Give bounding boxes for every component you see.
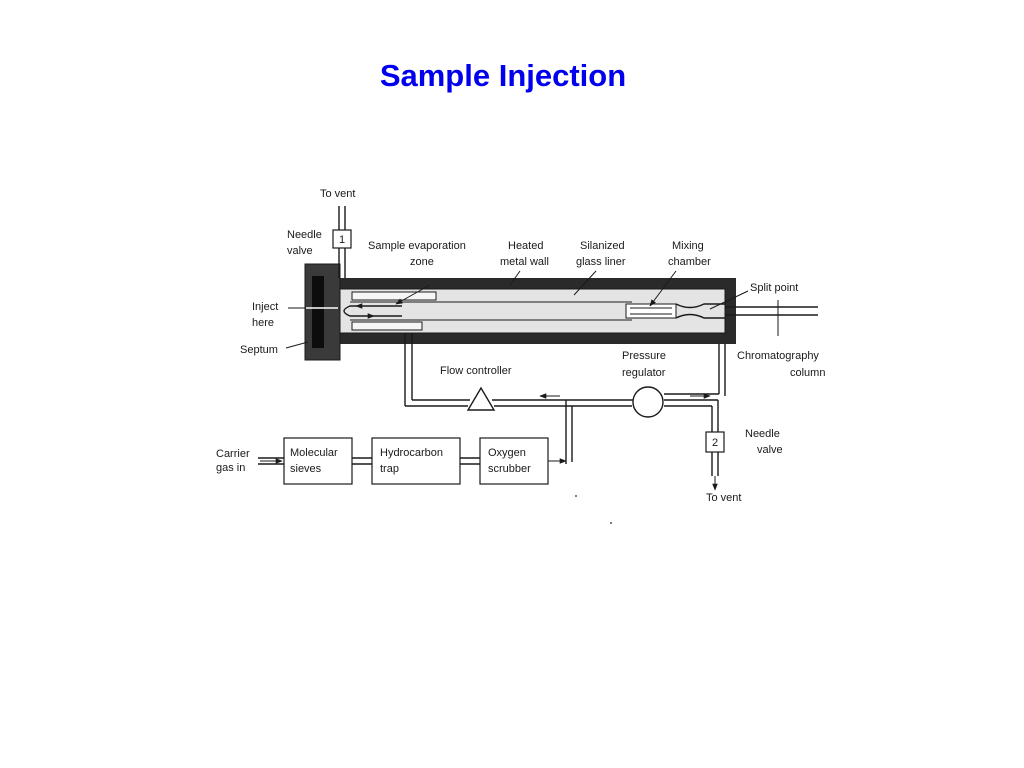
septum-label: Septum bbox=[240, 344, 278, 356]
needle-valve-1-label: Needle bbox=[287, 229, 322, 241]
silanized-glass-liner-label: glass liner bbox=[576, 256, 626, 268]
septum-block bbox=[304, 263, 341, 361]
flow-controller bbox=[466, 386, 496, 411]
svg-text:trap: trap bbox=[380, 463, 399, 475]
to-vent-top-label: To vent bbox=[320, 188, 355, 200]
pointer-heated-wall bbox=[509, 270, 521, 286]
inject-here-label: Inject bbox=[252, 301, 278, 313]
hydrocarbon-trap-box: Hydrocarbon trap bbox=[371, 437, 461, 485]
valve-1-number: 1 bbox=[339, 234, 345, 246]
pointer-glass-liner bbox=[573, 270, 597, 296]
heated-metal-wall-label: Heated bbox=[508, 240, 543, 252]
svg-text:sieves: sieves bbox=[290, 463, 322, 475]
svg-text:Hydrocarbon: Hydrocarbon bbox=[380, 447, 443, 459]
pressure-regulator-label: Pressure bbox=[622, 350, 666, 362]
carrier-gas-label: Carrier bbox=[216, 448, 250, 460]
chromatography-column-label: column bbox=[790, 367, 825, 379]
heated-metal-wall-label: metal wall bbox=[500, 256, 549, 268]
silanized-glass-liner-label: Silanized bbox=[580, 240, 625, 252]
svg-text:Molecular: Molecular bbox=[290, 447, 338, 459]
to-vent-bottom-label: To vent bbox=[706, 492, 741, 504]
svg-text:scrubber: scrubber bbox=[488, 463, 531, 475]
pressure-regulator bbox=[632, 386, 664, 418]
flow-controller-label: Flow controller bbox=[440, 365, 512, 377]
molecular-sieves-box: Molecular sieves bbox=[283, 437, 353, 485]
mixing-chamber-label: Mixing bbox=[672, 240, 704, 252]
flow-lines bbox=[258, 333, 726, 476]
svg-text:Oxygen: Oxygen bbox=[488, 447, 526, 459]
needle-valve-2: 2 bbox=[705, 431, 725, 453]
chromatography-column-label: Chromatography bbox=[737, 350, 819, 362]
vent-line-top bbox=[338, 206, 346, 278]
arrow-evap bbox=[395, 284, 431, 305]
mixing-chamber-label: chamber bbox=[668, 256, 711, 268]
slide-title: Sample Injection bbox=[379, 58, 627, 93]
needle-valve-1: 1 bbox=[332, 229, 352, 249]
scan-speck bbox=[575, 495, 577, 497]
oxygen-scrubber-box: Oxygen scrubber bbox=[479, 437, 549, 485]
pointer-septum bbox=[285, 341, 309, 349]
scan-speck bbox=[610, 522, 612, 524]
sample-evaporation-zone-label: Sample evaporation bbox=[368, 240, 466, 252]
valve-2-number: 2 bbox=[712, 437, 718, 449]
inject-here-label: here bbox=[252, 317, 274, 329]
pointer-mixing-chamber bbox=[649, 270, 677, 307]
pointer-split-point bbox=[709, 290, 749, 310]
chromatography-column bbox=[725, 300, 818, 336]
injector-body bbox=[337, 278, 736, 344]
carrier-gas-label: gas in bbox=[216, 462, 245, 474]
sample-evaporation-zone-label: zone bbox=[410, 256, 434, 268]
needle-valve-2-label: valve bbox=[757, 444, 783, 456]
needle-valve-2-label: Needle bbox=[745, 428, 780, 440]
needle-valve-1-label: valve bbox=[287, 245, 313, 257]
split-point-label: Split point bbox=[750, 282, 798, 294]
pressure-regulator-label: regulator bbox=[622, 367, 666, 379]
